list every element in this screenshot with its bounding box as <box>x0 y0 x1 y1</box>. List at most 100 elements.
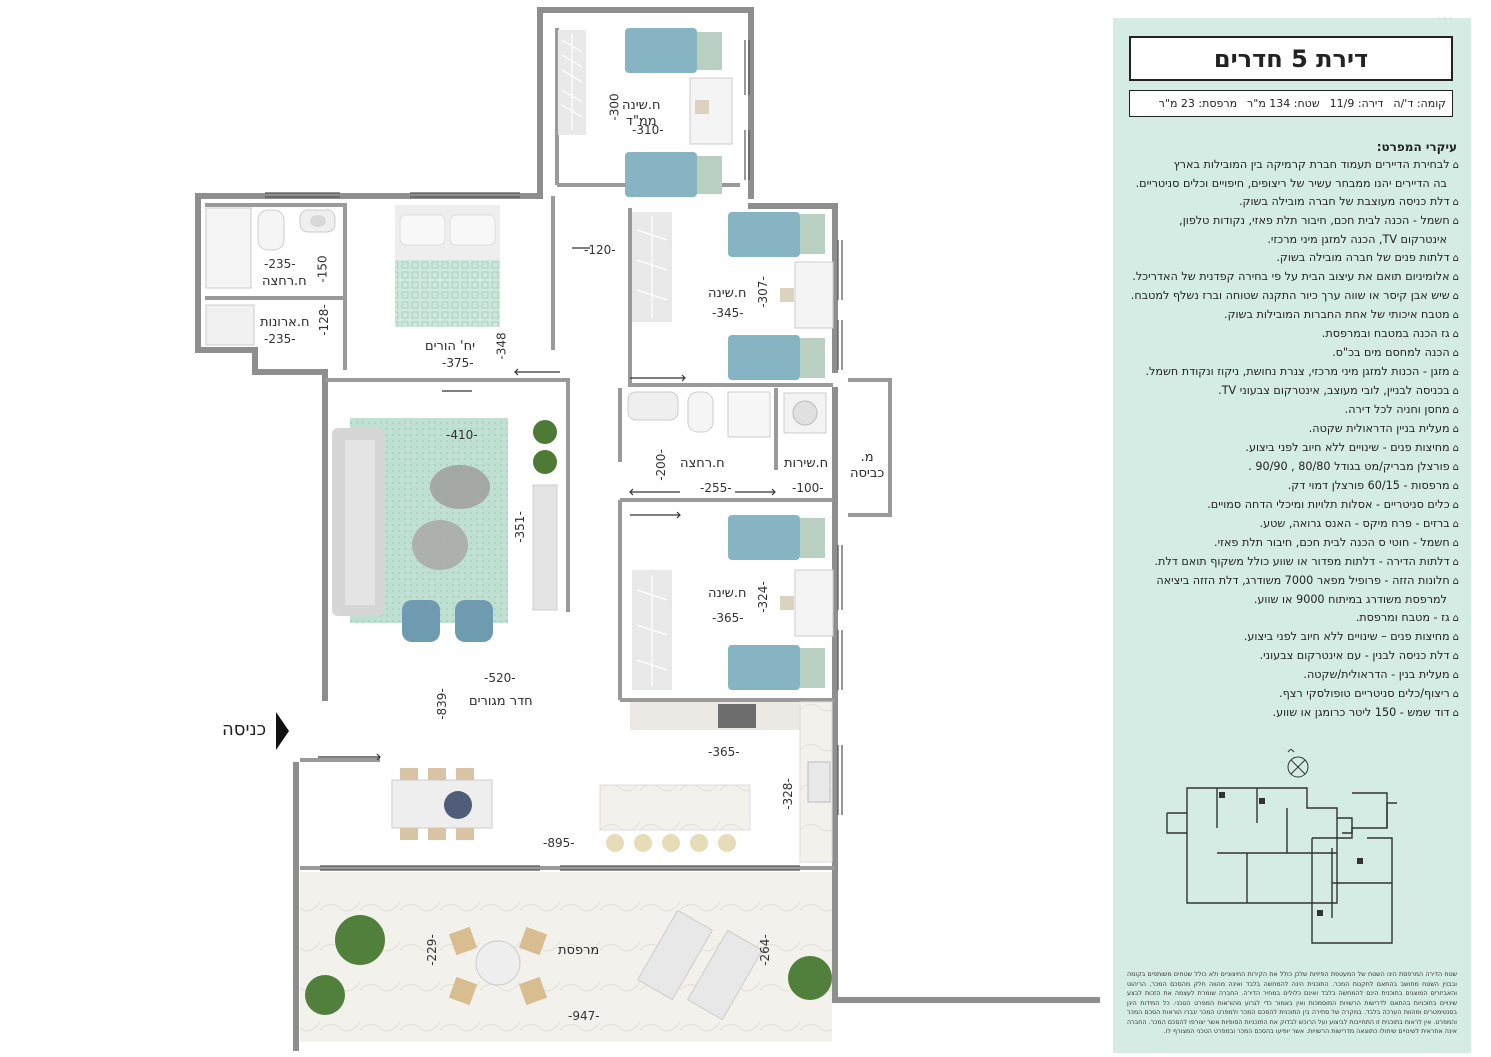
spec-item: ⌂הכנה למחסם מים בכ"ס. <box>1129 344 1459 363</box>
spec-item: ⌂דלת כניסה לבנין - עם אינטרקום צבעוני. <box>1129 647 1459 666</box>
door-arrows <box>318 247 776 761</box>
closet-wardrobe <box>205 304 255 346</box>
sun-loungers <box>636 909 764 1021</box>
meta-area: שטח: 134 מ"ר <box>1247 97 1320 110</box>
balcony-table <box>475 940 521 986</box>
dim-345: -345- <box>712 306 744 320</box>
spec-item: ⌂חשמל - הכנה לבית חכם, חיבור תלת פאזי, נ… <box>1129 212 1459 231</box>
house-bullet-icon: ⌂ <box>1452 519 1459 530</box>
spec-item: ⌂דלתות פנים של חברה מובילה בשוק. <box>1129 249 1459 268</box>
spec-item-text: מעלית בניין הדראולית שקטה. <box>1308 422 1450 435</box>
balcony-chairs <box>448 926 548 1006</box>
spec-item: ⌂גז - מטבח ומרפסת. <box>1129 609 1459 628</box>
spec-item: ⌂מעלית בניין הדראולית שקטה. <box>1129 420 1459 439</box>
dim-520: -520- <box>484 671 516 685</box>
logo: ◦◦◦ <box>1436 14 1454 25</box>
bedroom1-bed-2 <box>728 335 825 380</box>
spec-item-text: אלומיניום תואם את עיצוב הבית על פי בחירה… <box>1132 270 1450 283</box>
spec-panel: דירת 5 חדרים קומה: ד'/ה דירה: 11/9 שטח: … <box>1113 18 1471 1053</box>
house-bullet-icon: ⌂ <box>1452 670 1459 681</box>
spec-item: ⌂מחסן וחניה לכל דירה. <box>1129 401 1459 420</box>
room-label-balcony: מרפסת <box>558 943 600 958</box>
house-bullet-icon: ⌂ <box>1452 424 1459 435</box>
spec-item-text: מזגן - הכנות למזגן מיני מרכזי, צנרת נחוש… <box>1145 365 1450 378</box>
bath2-sink <box>627 391 679 421</box>
room-label-bath-master: ח.רחצה <box>262 274 307 289</box>
armchairs <box>402 600 493 642</box>
house-bullet-icon: ⌂ <box>1452 367 1459 378</box>
mamad-bed-2 <box>625 152 722 197</box>
dim-895: -895- <box>543 836 575 850</box>
dim-264: -264- <box>757 934 772 966</box>
house-bullet-icon: ⌂ <box>1452 310 1459 321</box>
house-bullet-icon: ⌂ <box>1452 443 1459 454</box>
floor-plan: ח.שינה ממ"ד ח.רחצה ח.ארונות יח' הורים ח.… <box>195 7 1101 1051</box>
master-bed <box>395 205 500 327</box>
house-bullet-icon: ⌂ <box>1452 462 1459 473</box>
house-bullet-icon: ⌂ <box>1452 386 1459 397</box>
dim-300: -300 <box>607 93 622 121</box>
shower <box>727 391 771 438</box>
room-label-aircon: מ. כביסה <box>850 450 885 481</box>
apartment-title: דירת 5 חדרים <box>1129 36 1453 81</box>
dim-410: -410- <box>446 428 478 442</box>
spec-item: ⌂מחיצות פנים – שינויים ללא חיוב לפני ביצ… <box>1129 628 1459 647</box>
spec-item: אינטרקום TV, הכנה למזגן מיני מרכזי. <box>1129 231 1459 249</box>
dim-324: -324- <box>755 581 770 613</box>
house-bullet-icon: ⌂ <box>1452 272 1459 283</box>
bedroom2-desk <box>794 569 834 637</box>
spec-item-text: כלים סניטריים - אסלות תלויות ומיכלי הדחה… <box>1207 498 1450 511</box>
floor-plan-drawing <box>195 7 1101 1051</box>
spec-item: ⌂לבחירת הדיירים תעמוד חברת קרמיקה בין המ… <box>1129 156 1459 175</box>
spec-item-text: מחיצות פנים - שינויים ללא חיוב לפני ביצו… <box>1245 441 1450 454</box>
bedroom1-bed-1 <box>728 212 825 257</box>
mamad-chair <box>695 100 709 114</box>
dim-200: -200- <box>653 449 668 481</box>
toilet <box>257 209 285 251</box>
spec-item-text: מעלית בנין - הדראולית/שקטה. <box>1303 668 1450 681</box>
coffee-table-2 <box>412 520 468 570</box>
house-bullet-icon: ⌂ <box>1452 329 1459 340</box>
spec-item-text: מחיצות פנים – שינויים ללא חיוב לפני ביצו… <box>1243 630 1450 643</box>
spec-item-text: הכנה למחסם מים בכ"ס. <box>1332 346 1450 359</box>
spec-item-text: ריצוף/כלים סניטריים טופולסקי רצף. <box>1279 687 1450 700</box>
house-bullet-icon: ⌂ <box>1452 348 1459 359</box>
dining-table <box>391 779 493 829</box>
bedroom2-bed-2 <box>728 645 825 690</box>
spec-item: ⌂ברזים - פרח מיקס - האנס גרואה, שטע. <box>1129 515 1459 534</box>
spec-item: בה הדיירים יהנו ממבחר עשיר של ריצופים, ח… <box>1129 175 1459 193</box>
spec-item: ⌂חשמל - חוטי ס הכנה לבית חכם, חיבור תלת … <box>1129 534 1459 553</box>
cooktop <box>718 704 756 728</box>
entrance-label: כניסה <box>222 719 267 740</box>
spec-item-text: גז - מטבח ומרפסת. <box>1355 611 1450 624</box>
dim-310: -310- <box>632 123 664 137</box>
spec-item-text: דלתות פנים של חברה מובילה בשוק. <box>1276 251 1450 264</box>
spec-item-text: לבחירת הדיירים תעמוד חברת קרמיקה בין המו… <box>1173 158 1450 171</box>
spec-item: ⌂דוד שמש - 150 ליטר כרומגן או שווע. <box>1129 704 1459 723</box>
spec-item: ⌂ריצוף/כלים סניטריים טופולסקי רצף. <box>1129 685 1459 704</box>
meta-floor: קומה: ד'/ה <box>1393 97 1446 110</box>
house-bullet-icon: ⌂ <box>1452 689 1459 700</box>
dim-120: -120- <box>584 243 616 257</box>
room-label-mamad: ח.שינה ממ"ד <box>622 98 661 129</box>
kitchen-island <box>599 784 751 831</box>
room-label-service: ח.שירות <box>784 456 829 471</box>
dim-128: -128- <box>316 304 331 336</box>
wardrobe-hangers <box>561 34 583 130</box>
dim-229: -229- <box>424 934 439 966</box>
spec-item-text: דלת כניסה לבנין - עם אינטרקום צבעוני. <box>1259 649 1450 662</box>
kitchen-sink <box>807 761 831 803</box>
spec-item: ⌂אלומיניום תואם את עיצוב הבית על פי בחיר… <box>1129 268 1459 287</box>
dim-351: -351- <box>512 511 527 543</box>
spec-list: ⌂ לבחירת הדיירים תעמוד חברת קרמיקה בין המ… <box>1129 156 1459 723</box>
dim-235a: -235- <box>264 257 296 271</box>
room-label-bath2: ח.רחצה <box>680 456 725 471</box>
dim-100: -100- <box>792 481 824 495</box>
spec-item: ⌂בכניסה לבניין, לובי מעוצב, אינטרקום צבע… <box>1129 382 1459 401</box>
dining-chairs <box>400 768 474 840</box>
house-bullet-icon: ⌂ <box>1452 557 1459 568</box>
spec-item-text: דוד שמש - 150 ליטר כרומגן או שווע. <box>1272 706 1450 719</box>
dim-348: -348 <box>494 332 509 360</box>
dim-328: -328- <box>780 778 795 810</box>
house-bullet-icon: ⌂ <box>1452 651 1459 662</box>
